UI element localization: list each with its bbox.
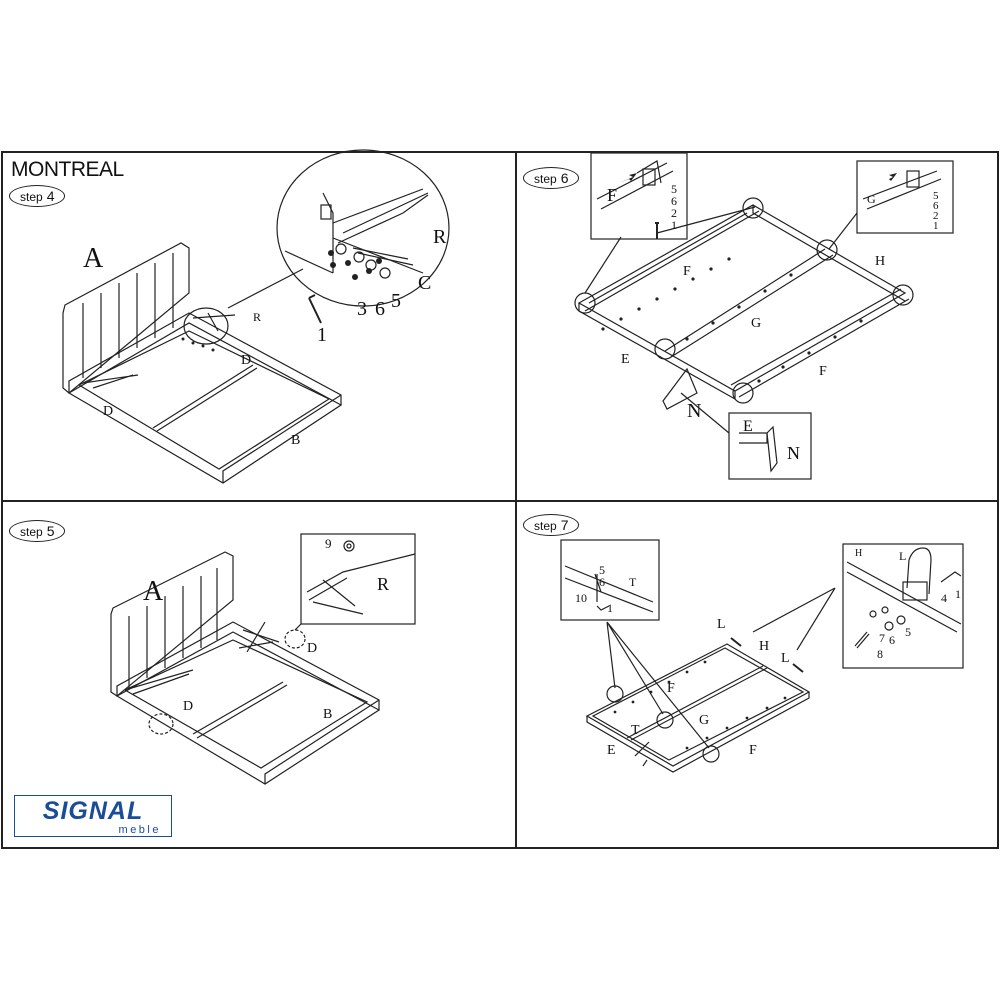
- label-N: N: [687, 400, 701, 422]
- hw-6: 6: [599, 575, 605, 589]
- step-number: 4: [46, 188, 55, 204]
- hw-6: 6: [671, 194, 677, 208]
- label-T-detail: T: [629, 575, 637, 589]
- headboard: [62, 242, 190, 394]
- label-1: 1: [317, 324, 327, 346]
- label-L: L: [717, 617, 726, 632]
- label-R: R: [253, 310, 261, 324]
- hw-6: 6: [889, 633, 895, 647]
- detail-box-right: [842, 543, 964, 669]
- headboard: [110, 551, 234, 697]
- label-L-detail: L: [899, 549, 906, 563]
- label-G-detail: G: [867, 192, 876, 206]
- hw-1: 1: [955, 587, 961, 601]
- label-F: F: [819, 364, 827, 379]
- label-A: A: [143, 576, 164, 607]
- step-word: step: [534, 519, 557, 533]
- hw-1: 1: [933, 220, 939, 232]
- label-3: 3: [357, 298, 367, 320]
- label-G: G: [699, 713, 709, 728]
- hw-2: 2: [933, 210, 939, 222]
- detail-box-left: [560, 539, 660, 621]
- label-C: C: [418, 272, 431, 294]
- label-L: L: [781, 651, 790, 666]
- label-N-detail: N: [787, 443, 800, 463]
- label-5: 5: [391, 290, 401, 312]
- hw-4: 4: [941, 591, 947, 605]
- label-R-detail: R: [433, 226, 447, 248]
- label-G: G: [751, 316, 761, 331]
- label-E: E: [621, 352, 630, 367]
- detail-box-left: [590, 152, 688, 240]
- step-word: step: [20, 190, 43, 204]
- label-F: F: [683, 264, 691, 279]
- label-A: A: [83, 243, 104, 274]
- label-B: B: [291, 433, 300, 448]
- step-number: 7: [560, 517, 569, 533]
- label-E-detail: E: [743, 418, 753, 435]
- label-R: R: [377, 574, 389, 594]
- detail-box: [300, 533, 416, 625]
- label-9: 9: [325, 536, 332, 551]
- label-H-detail: H: [855, 548, 862, 559]
- brand-name: SIGNAL: [42, 797, 144, 825]
- label-F: F: [667, 681, 675, 696]
- label-B: B: [323, 707, 332, 722]
- step5-diagram: A 9 R D D B: [110, 533, 416, 785]
- label-T: T: [631, 723, 640, 738]
- hw-10: 10: [575, 591, 587, 605]
- hw-6: 6: [933, 200, 939, 212]
- hw-5: 5: [933, 190, 939, 202]
- hw-2: 2: [671, 206, 677, 220]
- hw-5: 5: [671, 182, 677, 196]
- step4-diagram: A R D D B R C 1 3 6 5: [62, 149, 450, 484]
- detail-box-right: [856, 160, 954, 234]
- step-word: step: [20, 525, 43, 539]
- step6-diagram: F F H G E N F E N G 5 6 2 1 5 6 2 1: [574, 152, 954, 480]
- brand-logo: SIGNAL meble: [14, 795, 172, 837]
- label-F-detail: F: [607, 185, 617, 205]
- detail-circle: [276, 149, 450, 307]
- label-E: E: [607, 743, 616, 758]
- label-D: D: [241, 353, 251, 368]
- hw-8: 8: [877, 647, 883, 661]
- label-H: H: [759, 639, 769, 654]
- document-title: MONTREAL: [11, 158, 124, 181]
- frame: [577, 204, 907, 392]
- label-D: D: [103, 404, 113, 419]
- label-D: D: [307, 641, 317, 656]
- label-F: F: [749, 743, 757, 758]
- panel-divider-horizontal: [3, 500, 997, 502]
- label-H: H: [875, 254, 885, 269]
- hw-1: 1: [671, 218, 677, 232]
- hw-7: 7: [879, 631, 885, 645]
- step7-diagram: L H L F G T E F T H L 5 6 10 1 4 1 5 7 6…: [560, 539, 964, 773]
- label-D: D: [183, 699, 193, 714]
- hw-5: 5: [599, 563, 605, 577]
- step-word: step: [534, 172, 557, 186]
- step-number: 6: [560, 170, 569, 186]
- detail-box-N: [728, 412, 812, 480]
- step-number: 5: [46, 523, 55, 539]
- hw-1: 1: [607, 601, 613, 615]
- brand-subtitle: meble: [118, 824, 161, 836]
- hw-5: 5: [905, 625, 911, 639]
- label-6: 6: [375, 298, 385, 320]
